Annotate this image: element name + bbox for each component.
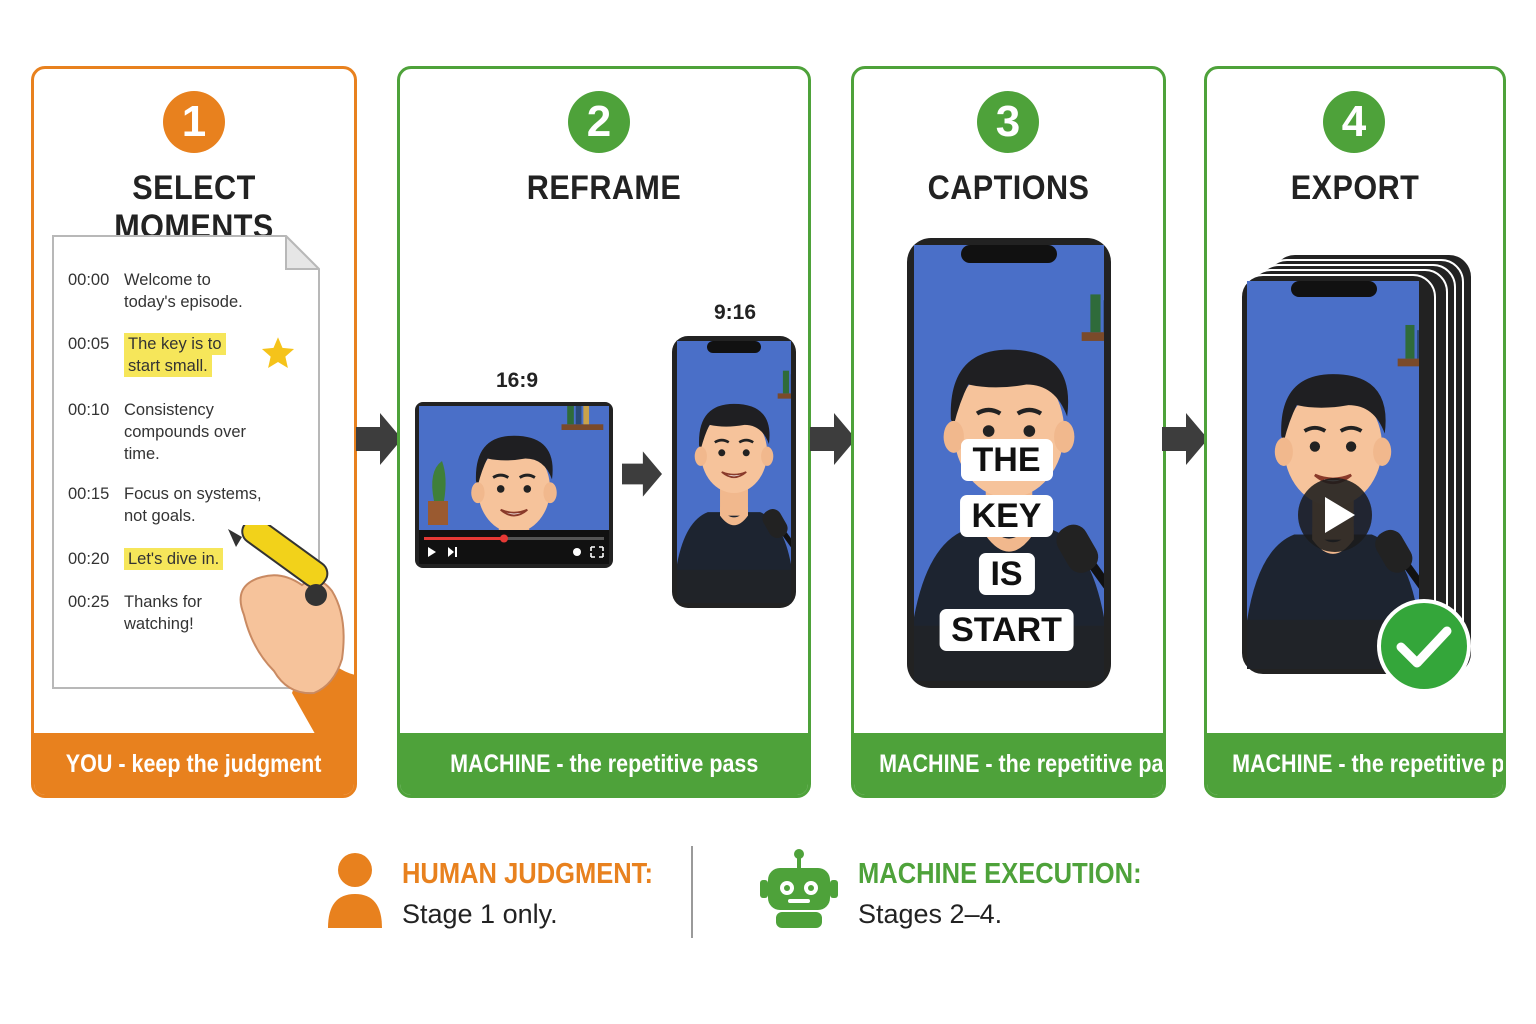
transcript-text: start small.	[124, 355, 212, 377]
portrait-phone	[672, 336, 796, 608]
stage-footer-label: MACHINE - the repetitive pass	[449, 750, 759, 778]
transcript-text: time.	[124, 445, 160, 463]
stage-footer: YOU - keep the judgment	[34, 733, 354, 795]
stage-footer: MACHINE - the repetitive pass	[1207, 733, 1503, 795]
highlighter-hand-icon	[228, 525, 354, 739]
stage-number-badge: 4	[1323, 91, 1385, 153]
star-icon	[261, 337, 295, 368]
transcript-text: Thanks for	[124, 593, 202, 611]
timestamp: 00:20	[68, 550, 110, 568]
arrow-right-icon	[622, 451, 662, 497]
stage-number-badge: 2	[568, 91, 630, 153]
robot-icon	[760, 849, 838, 928]
transcript-text: today's episode.	[124, 293, 243, 311]
stage-panel-export: 4 EXPORT MACHINE - the repetitive pass	[1204, 66, 1506, 798]
legend-divider	[691, 846, 693, 938]
stage-title: EXPORT	[1290, 169, 1420, 207]
legend-human-subtitle: Stage 1 only.	[402, 899, 558, 929]
timestamp: 00:25	[68, 593, 110, 611]
timestamp: 00:05	[68, 335, 110, 353]
stage-footer-label: MACHINE - the repetitive pass	[879, 750, 1166, 778]
legend-human: HUMAN JUDGMENT: Stage 1 only.	[402, 858, 687, 930]
transcript-text: Focus on systems,	[124, 485, 262, 503]
legend-machine-subtitle: Stages 2–4.	[858, 899, 1003, 929]
stage-number-badge: 1	[163, 91, 225, 153]
legend-human-title: HUMAN JUDGMENT:	[402, 858, 653, 890]
caption-word: START	[939, 609, 1074, 651]
portrait-ratio-label: 9:16	[714, 301, 757, 324]
caption-word: IS	[978, 553, 1035, 595]
transcript-text: The key is to	[124, 333, 226, 355]
stage-panel-reframe: 2 REFRAME 16:9 9:16 MACHINE - the repeti…	[397, 66, 811, 798]
timestamp: 00:00	[68, 271, 110, 289]
stage-footer-label: YOU - keep the judgment	[66, 750, 322, 778]
stage-number-badge: 3	[977, 91, 1039, 153]
exported-clips-stack	[1240, 255, 1471, 676]
timestamp: 00:15	[68, 485, 110, 503]
legend-machine: MACHINE EXECUTION: Stages 2–4.	[858, 858, 1180, 930]
transcript-text: Let's dive in.	[124, 548, 224, 570]
transcript-text: Consistency	[124, 401, 214, 419]
landscape-video-player	[415, 402, 613, 568]
arrow-right-icon	[810, 413, 856, 465]
stage-footer: MACHINE - the repetitive pass	[400, 733, 808, 795]
stage-title: REFRAME	[526, 169, 682, 207]
stage-footer: MACHINE - the repetitive pass	[854, 733, 1163, 795]
person-icon	[328, 853, 382, 928]
stage-footer-label: MACHINE - the repetitive pass	[1232, 750, 1505, 778]
timestamp: 00:10	[68, 401, 110, 419]
transcript-text: watching!	[124, 615, 194, 633]
transcript-text: Welcome to	[124, 271, 211, 289]
checkmark-icon	[1377, 599, 1471, 693]
play-icon[interactable]	[1297, 477, 1373, 553]
caption-word: THE	[960, 439, 1053, 481]
arrow-right-icon	[356, 413, 402, 465]
transcript-text: not goals.	[124, 507, 196, 525]
transcript-text: compounds over	[124, 423, 246, 441]
caption-word: KEY	[959, 495, 1054, 537]
stage-panel-captions: 3 CAPTIONS THE KEY IS START MACHINE - th…	[851, 66, 1166, 798]
stage-title: CAPTIONS	[927, 169, 1090, 207]
legend-machine-title: MACHINE EXECUTION:	[858, 858, 1142, 890]
arrow-right-icon	[1162, 413, 1208, 465]
landscape-ratio-label: 16:9	[496, 369, 539, 392]
transcript-document	[52, 235, 320, 689]
